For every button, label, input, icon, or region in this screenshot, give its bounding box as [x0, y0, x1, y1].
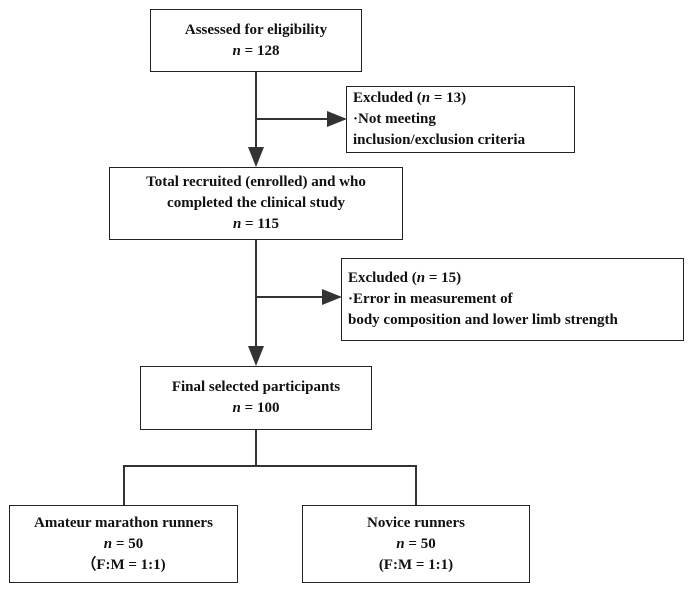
- box-excluded-1: Excluded (n = 13) ·Not meeting inclusion…: [346, 86, 575, 153]
- box-novice: Novice runners n = 50 (F:M = 1:1): [302, 505, 530, 583]
- box-final: Final selected participants n = 100: [140, 366, 372, 430]
- box-assessed: Assessed for eligibility n = 128: [150, 9, 362, 72]
- recruited-count: n = 115: [232, 216, 280, 232]
- final-title: Final selected participants: [171, 379, 341, 395]
- box-recruited: Total recruited (enrolled) and who compl…: [109, 167, 403, 240]
- excluded2-reason-2: body composition and lower limb strength: [348, 312, 618, 328]
- box-amateur: Amateur marathon runners n = 50 （F:M = 1…: [9, 505, 238, 583]
- amateur-ratio: （F:M = 1:1): [81, 556, 166, 573]
- amateur-count: n = 50: [103, 535, 144, 552]
- novice-ratio: (F:M = 1:1): [378, 556, 454, 573]
- recruited-line-2: completed the clinical study: [167, 195, 345, 211]
- excluded1-reason-2: inclusion/exclusion criteria: [353, 132, 526, 148]
- final-count: n = 100: [232, 400, 280, 416]
- split-connector: [123, 420, 257, 505]
- novice-title: Novice runners: [367, 514, 465, 531]
- excluded1-title: Excluded (n = 13): [353, 90, 467, 106]
- box-excluded-2: Excluded (n = 15) ·Error in measurement …: [341, 258, 684, 341]
- split-connector-right: [256, 465, 417, 505]
- excluded1-reason-1: ·Not meeting: [353, 111, 436, 127]
- recruited-line-1: Total recruited (enrolled) and who: [146, 174, 366, 190]
- excluded2-title: Excluded (n = 15): [348, 270, 462, 286]
- amateur-title: Amateur marathon runners: [34, 514, 213, 531]
- novice-count: n = 50: [396, 535, 436, 552]
- assessed-title: Assessed for eligibility: [184, 21, 328, 38]
- excluded2-reason-1: ·Error in measurement of: [348, 291, 513, 307]
- assessed-count: n = 128: [232, 42, 280, 59]
